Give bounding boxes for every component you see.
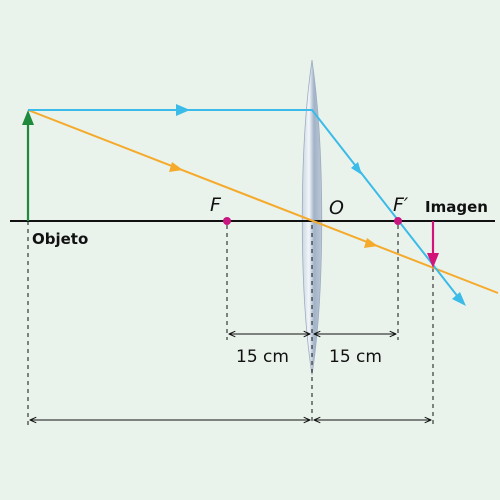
ray-center-arrow-1: [169, 162, 183, 172]
ray-parallel-arrow-2: [351, 162, 362, 175]
label-focal-distance-right: 15 cm: [329, 347, 382, 367]
ray-parallel-arrow-1: [176, 104, 190, 116]
label-focal-distance-left: 15 cm: [236, 347, 289, 367]
label-focus-right: F′: [393, 194, 409, 216]
converging-lens: [301, 59, 323, 376]
focal-point-left: [223, 217, 231, 225]
ray-center: [27, 109, 499, 294]
object-arrow-head: [22, 110, 34, 125]
label-center: O: [329, 197, 344, 219]
ray-parallel-arrow-3: [452, 292, 466, 306]
ray-parallel: [28, 109, 463, 303]
dashed-guides: [27, 221, 434, 425]
label-object: Objeto: [32, 230, 88, 248]
label-image: Imagen: [425, 198, 488, 216]
label-focus-left: F: [210, 194, 222, 216]
focal-point-right: [394, 217, 402, 225]
ray-center-arrow-2: [364, 238, 378, 248]
image-arrow-head: [427, 253, 439, 268]
